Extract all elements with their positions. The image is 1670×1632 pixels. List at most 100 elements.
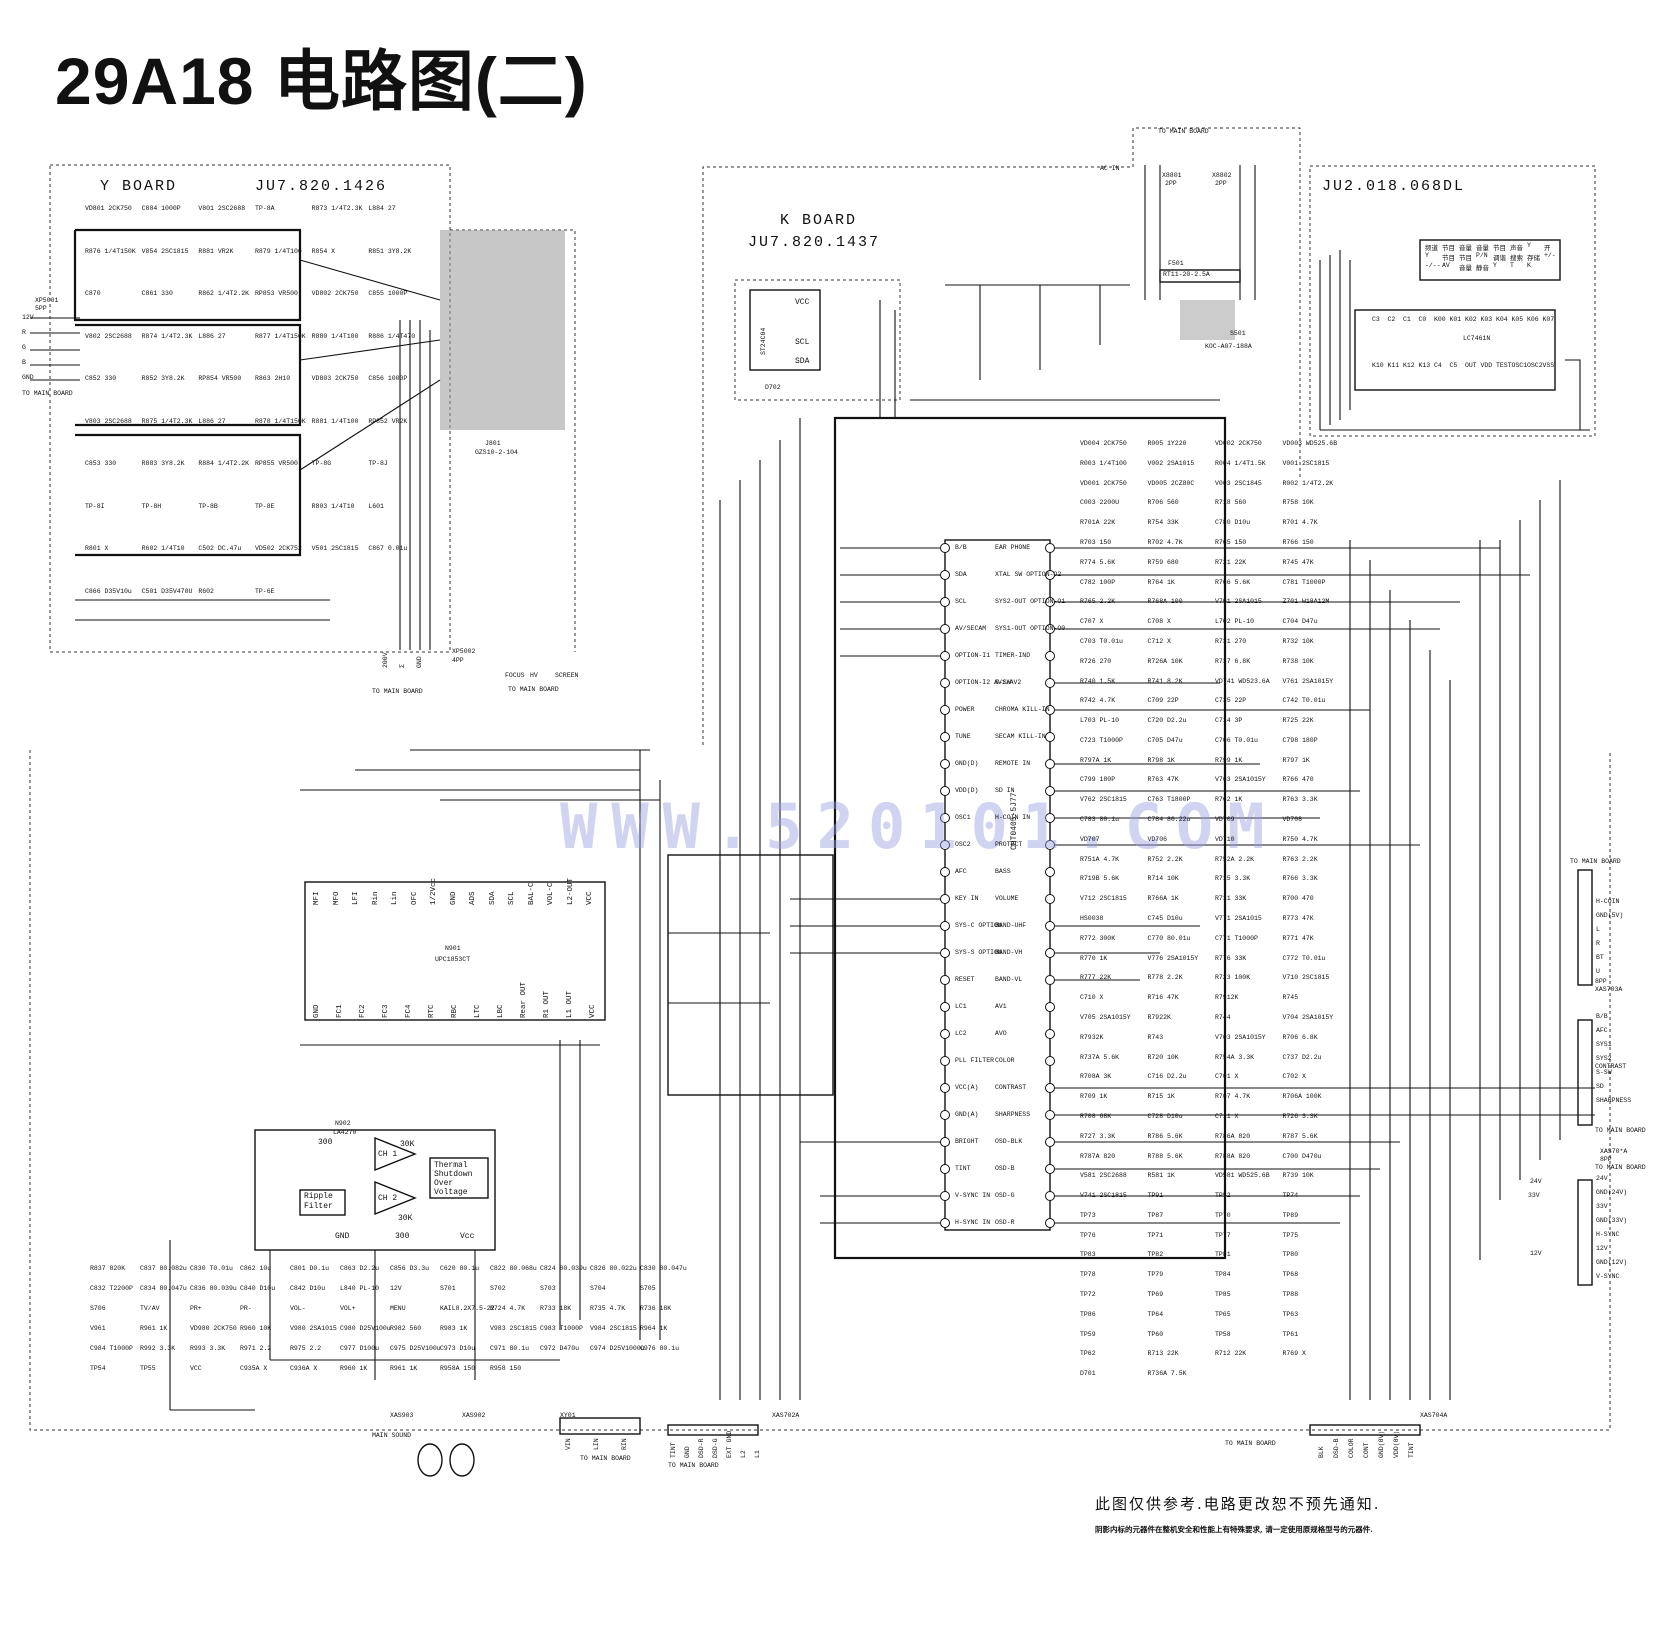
bottom-mid-line-0: TINT <box>670 1442 677 1458</box>
k-part-134: R707 4.7K <box>1215 1093 1251 1101</box>
screen-line-1: HV <box>530 672 538 679</box>
bottom-right-line-3: CONT <box>1363 1442 1370 1458</box>
y-part-8: R881 VR2K <box>198 247 234 255</box>
bottom-mid-line-1: GND <box>684 1446 691 1458</box>
k-part-133: R715 1K <box>1147 1093 1175 1101</box>
y-part-24: C852 330 <box>85 375 117 382</box>
audio-part-41: C980 D25V100u <box>340 1325 391 1332</box>
k-part-160: TP76 <box>1080 1231 1096 1239</box>
amp-gnd: GND <box>335 1232 350 1241</box>
k-part-0: VD004 2CK750 <box>1080 440 1127 447</box>
k-part-21: R702 4.7K <box>1147 538 1183 546</box>
k-part-120: R7932K <box>1080 1033 1104 1041</box>
mcu-pin-left-2: SCL <box>955 598 967 605</box>
power-outline <box>1132 127 1301 480</box>
k-part-6: R004 1/4T1.5K <box>1215 459 1266 467</box>
k-part-15: R758 10K <box>1282 499 1314 507</box>
k-part-188: D701 <box>1080 1370 1096 1378</box>
k-part-154: TP52 <box>1215 1192 1231 1200</box>
footer-notes: 此图仅供参考.电路更改恕不预先通知. 阴影内标的元器件在整机安全和性能上有特殊要… <box>1095 1493 1381 1535</box>
audio-part-67: R958A 150 <box>440 1365 476 1372</box>
remote-pin-top-7: K03 <box>1480 316 1493 323</box>
audio-part-15: C840 D10u <box>240 1285 276 1292</box>
k-part-180: TP59 <box>1080 1330 1096 1338</box>
y-part-28: VD803 2CK750 <box>311 375 359 382</box>
bottom-mid-line-5: L2 <box>740 1450 747 1458</box>
remote-board-outline <box>1309 165 1596 437</box>
k-part-119: V704 2SA1015Y <box>1282 1013 1334 1021</box>
audio-part-49: R992 3.3K <box>140 1345 176 1352</box>
mcu-body <box>944 539 1051 1231</box>
k-part-178: TP65 <box>1215 1310 1231 1318</box>
xp5001-pins: 5PP <box>35 305 47 312</box>
k-part-103: R771 47K <box>1282 934 1314 942</box>
y-part-53: C867 0.01u <box>368 545 408 552</box>
audio-part-23: S705 <box>640 1285 656 1292</box>
eeprom-chip <box>749 289 821 371</box>
k-part-19: R701 4.7K <box>1282 519 1318 527</box>
y-part-3: TP-8A <box>255 205 275 212</box>
k-part-179: TP63 <box>1282 1310 1299 1318</box>
k-part-138: C711 X <box>1215 1112 1239 1120</box>
k-part-91: R766 3.3K <box>1282 875 1318 883</box>
audio-part-38: VD980 2CK750 <box>190 1325 237 1332</box>
right-a-line-1: AFC <box>1596 1027 1608 1034</box>
k-part-115: R745 <box>1282 994 1299 1002</box>
remote-key-16: -/-- <box>1425 262 1441 269</box>
y-part-4: R873 1/4T2.3K <box>311 205 363 212</box>
mcu-pin-right-5: S-SW <box>995 679 1011 686</box>
y-part-11: R851 3Y8.2K <box>368 247 412 255</box>
sound-pin-top-13: L2-OUT <box>566 877 575 905</box>
k-part-112: C710 X <box>1080 994 1104 1002</box>
audio-part-36: V961 <box>90 1325 106 1332</box>
sound-pin-top-6: 1/2Vcc <box>430 877 438 905</box>
k-part-76: C783 80.1u <box>1080 816 1120 824</box>
mcu-pin-right-14: BAND-UHF <box>995 922 1027 929</box>
screen-line-2: SCREEN <box>555 672 579 679</box>
audio-part-40: V980 2SA1015 <box>290 1325 337 1332</box>
k-part-66: R799 1K <box>1215 756 1243 764</box>
y-part-10: R854 X <box>311 247 336 255</box>
k-part-177: TP64 <box>1147 1310 1164 1318</box>
k-part-127: C737 D2.2u <box>1282 1053 1322 1061</box>
remote-key-17: AV <box>1442 262 1450 269</box>
mcu-pin-left-23: TINT <box>955 1165 971 1172</box>
xp5001-line-1: R <box>22 329 26 336</box>
right-b-line-5: 12V <box>1596 1245 1608 1252</box>
mcu-pin-right-19: COLOR <box>995 1057 1015 1064</box>
sound-chip <box>304 881 606 1021</box>
k-part-28: C782 100P <box>1080 578 1116 586</box>
audio-part-13: C834 80.047u <box>140 1285 187 1292</box>
remote-board-wiring <box>1319 239 1590 431</box>
bottom-to-main-b: TO MAIN BOARD <box>668 1462 719 1469</box>
y-part-33: R878 1/4T150K <box>255 417 306 425</box>
y-board-outline <box>49 164 451 653</box>
y-part-46: R803 1/4T10 <box>311 502 355 510</box>
remote-pin-bottom-9: OSC1 <box>1511 362 1528 369</box>
audio-part-39: R960 10K <box>240 1325 272 1332</box>
audio-part-1: C837 80.082u <box>140 1265 187 1272</box>
k-part-43: R732 10K <box>1282 637 1314 645</box>
k-part-165: TP82 <box>1147 1251 1164 1259</box>
eeprom-pin-sda: SDA <box>795 357 810 366</box>
k-part-68: C799 180P <box>1080 776 1116 784</box>
k-part-30: R766 5.6K <box>1215 578 1251 586</box>
bottom-left-line-1: LIN <box>593 1438 600 1450</box>
k-part-17: R754 33K <box>1147 519 1179 527</box>
k-part-73: C763 T1800P <box>1147 796 1191 804</box>
bottom-right-line-4: GND(8V) <box>1378 1430 1385 1458</box>
y-part-25: R852 3Y8.2K <box>141 375 185 382</box>
mcu-pin-right-18: AVO <box>995 1030 1007 1037</box>
k-part-170: TP84 <box>1215 1271 1231 1279</box>
mcu-outline <box>833 416 1227 1260</box>
note-safety: 阴影内标的元器件在整机安全和性能上有特殊要求, 请一定使用原规格型号的元器件. <box>1095 1525 1373 1534</box>
k-part-75: R763 3.3K <box>1282 796 1318 804</box>
crt-socket-label: GZS10-2-104 <box>475 449 518 456</box>
audio-part-62: VCC <box>190 1365 202 1372</box>
k-part-48: R740 1.5K <box>1080 677 1116 685</box>
k-part-14: R718 560 <box>1215 499 1247 507</box>
audio-part-45: C983 T1000P <box>540 1325 583 1332</box>
k-part-93: R766A 1K <box>1147 895 1179 903</box>
k-part-101: C770 80.01u <box>1147 934 1191 942</box>
k-board-code: JU7.820.1437 <box>748 234 881 251</box>
